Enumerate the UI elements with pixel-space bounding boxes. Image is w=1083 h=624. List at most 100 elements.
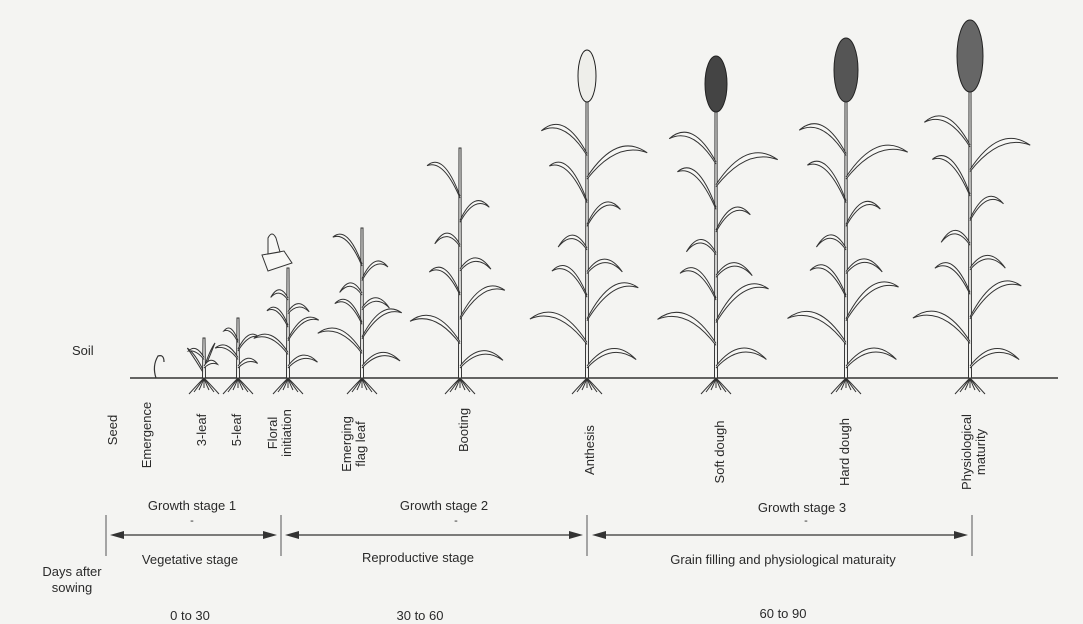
roots: [445, 378, 475, 394]
leaf: [716, 207, 750, 232]
days-after-sowing-label: Days after sowing: [37, 564, 107, 596]
leaf: [677, 168, 716, 210]
leaf: [799, 124, 846, 156]
floral-initiation-detail: [262, 234, 292, 271]
root: [238, 378, 253, 394]
leaf: [460, 351, 503, 368]
five-leaf-plant: [215, 318, 258, 394]
leaf: [362, 352, 400, 368]
root: [189, 378, 204, 394]
panicle: [957, 20, 983, 92]
root: [846, 378, 861, 394]
stage-label-booting: Booting: [457, 404, 471, 456]
leaf: [238, 358, 258, 368]
leaf: [271, 290, 288, 300]
root: [204, 378, 219, 394]
roots: [273, 378, 303, 394]
booting-plant: [410, 148, 505, 394]
leaf: [460, 286, 505, 320]
stage-label-seed: Seed: [106, 405, 120, 455]
leaf: [970, 196, 1003, 220]
leaf: [924, 116, 970, 147]
roots: [572, 378, 602, 394]
leaf: [716, 348, 766, 368]
stage-label-emerging-flag-leaf: Emerging flag leaf: [340, 404, 368, 484]
stem: [586, 98, 589, 378]
growth-stage-3-arrow: [592, 531, 968, 539]
leaf: [558, 235, 587, 250]
floral-initiation-plant: [254, 268, 319, 394]
arrow-head-right: [569, 531, 583, 539]
leaf: [970, 281, 1021, 319]
growth-stage-2-arrow: [285, 531, 583, 539]
stage-label-floral-initiation: Floral initiation: [266, 404, 294, 462]
leaf: [932, 156, 970, 197]
leaf: [686, 240, 716, 255]
leaf: [716, 263, 752, 278]
root: [587, 378, 602, 394]
physiological-maturity-plant: [913, 20, 1030, 394]
leaf: [935, 263, 970, 295]
leaf: [552, 265, 587, 297]
root: [701, 378, 716, 394]
soft-dough-plant: [657, 56, 777, 394]
leaf: [970, 138, 1030, 171]
root: [716, 378, 731, 394]
leaf: [846, 282, 899, 321]
arrow-head-left: [285, 531, 299, 539]
leaf: [427, 162, 460, 198]
leaf: [362, 261, 388, 281]
roots: [347, 378, 377, 394]
leaf: [680, 268, 716, 300]
leaf: [288, 317, 319, 341]
leaf: [587, 283, 638, 321]
root: [572, 378, 587, 394]
leaf: [846, 348, 896, 368]
root: [445, 378, 460, 394]
leaf: [807, 161, 846, 203]
soil-label: Soil: [72, 344, 94, 357]
leaf: [333, 234, 362, 266]
leaf: [716, 284, 769, 323]
emergence-seedling: [154, 356, 164, 378]
arrow-head-right: [954, 531, 968, 539]
root: [831, 378, 846, 394]
leaf: [913, 311, 970, 343]
panicle: [705, 56, 727, 112]
root: [223, 378, 238, 394]
leaf: [530, 312, 587, 344]
plant-drawings: [154, 20, 1030, 394]
leaf: [970, 348, 1019, 368]
leaf: [288, 304, 309, 314]
leaf: [787, 311, 846, 344]
leaf: [318, 328, 362, 353]
leaf: [215, 345, 238, 360]
anthesis-plant: [530, 50, 647, 394]
leaf: [362, 298, 389, 310]
growth-stage-1-days: 0 to 30: [170, 608, 210, 623]
growth-stage-3-description: Grain filling and physiological maturait…: [633, 552, 933, 567]
growth-stage-2-days: 30 to 60: [397, 608, 444, 623]
panicle: [834, 38, 858, 102]
leaf: [460, 258, 491, 271]
root: [955, 378, 970, 394]
emerging-flag-leaf-plant: [318, 228, 402, 394]
three-leaf-seedling: [188, 338, 219, 394]
growth-stage-3-title: Growth stage 3: [758, 500, 846, 515]
leaf: [335, 299, 362, 324]
leaf: [410, 315, 460, 343]
growth-stage-3-days: 60 to 90: [760, 606, 807, 621]
roots: [955, 378, 985, 394]
roots: [831, 378, 861, 394]
leaf: [846, 201, 880, 226]
arrow-head-left: [592, 531, 606, 539]
leaf: [267, 307, 288, 327]
stage-label-3-leaf: 3-leaf: [195, 407, 209, 453]
leaf: [429, 267, 460, 295]
leaf: [254, 334, 288, 354]
leaf: [587, 259, 622, 273]
growth-stage-2-title: Growth stage 2: [400, 498, 488, 513]
leaf: [460, 201, 489, 223]
